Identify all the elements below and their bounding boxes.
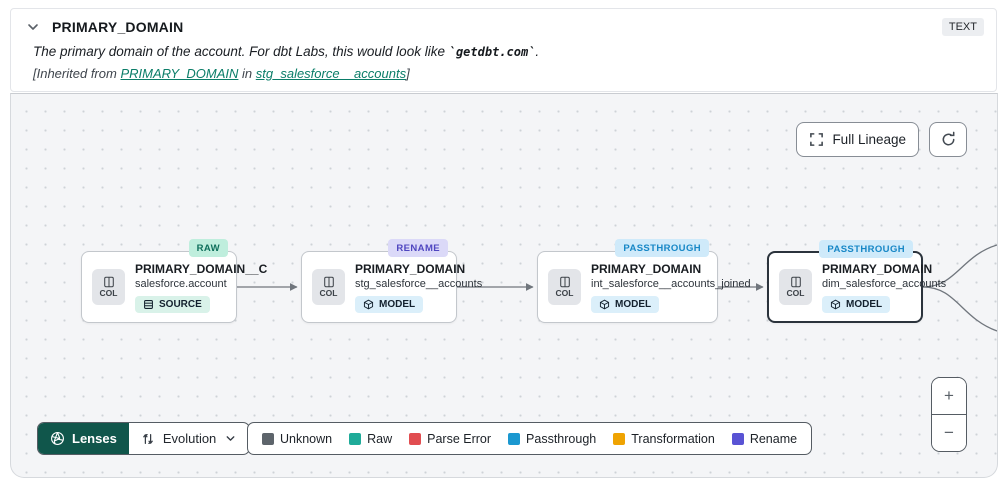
node-model-name: stg_salesforce__accounts [355,278,483,291]
lineage-canvas[interactable]: Full Lineage RAW COL PRIMARY_DOMAIN__C s… [10,93,998,478]
node-column-name: PRIMARY_DOMAIN [822,261,933,276]
inherited-suffix: ] [406,66,410,81]
legend-label: Passthrough [526,431,597,446]
column-chip: COL [312,269,345,305]
legend-item-raw: Raw [349,432,392,446]
cube-icon [599,299,610,310]
legend-swatch [508,432,521,445]
legend-label: Transformation [631,431,715,446]
column-icon [559,277,570,288]
column-icon [323,277,334,288]
inherited-note: [Inherited from PRIMARY_DOMAIN in stg_sa… [11,59,996,81]
description-period: . [535,44,540,59]
zoom-controls: + − [931,377,967,452]
canvas-top-controls: Full Lineage [796,122,967,157]
legend-item-passthrough: Passthrough [508,432,596,446]
legend-item-rename: Rename [731,431,798,446]
resource-label: SOURCE [159,299,202,311]
column-details-card: PRIMARY_DOMAIN TEXT The primary domain o… [10,8,997,92]
full-lineage-button[interactable]: Full Lineage [796,122,919,157]
chevron-down-icon [226,436,235,441]
chevron-down-icon[interactable] [25,19,41,35]
inherited-model-link[interactable]: stg_salesforce__accounts [255,66,407,81]
resource-badge-model: MODEL [355,296,424,314]
description-code: `getdbt.com` [448,45,536,59]
lenses-label: Lenses [72,431,117,446]
expand-icon [810,133,824,146]
full-lineage-label: Full Lineage [832,132,906,147]
table-icon [144,300,153,309]
aperture-icon [51,432,64,445]
column-icon [790,277,801,288]
column-chip-label: COL [99,288,118,299]
resource-label: MODEL [615,299,652,311]
legend-swatch [613,432,626,445]
column-chip-label: COL [786,288,805,299]
lineage-node-intermediate[interactable]: PASSTHROUGH COL PRIMARY_DOMAIN int_sales… [537,239,751,323]
resource-label: MODEL [846,299,883,311]
column-chip: COL [92,269,125,305]
column-chip-label: COL [319,288,338,299]
zoom-divider [932,414,966,415]
evolution-icon [143,433,153,444]
legend-label: Unknown [280,431,333,446]
resource-badge-model: MODEL [822,296,891,314]
lenses-control: Lenses Evolution [37,422,251,455]
lens-dropdown[interactable]: Evolution [129,423,249,454]
lineage-node-staging[interactable]: RENAME COL PRIMARY_DOMAIN stg_salesforce… [301,239,482,323]
node-body: PRIMARY_DOMAIN stg_salesforce__accounts … [355,261,483,314]
node-model-name: salesforce.account [135,278,227,291]
node-model-name: dim_salesforce_accounts [822,278,947,291]
legend-item-parse-error: Parse Error [409,432,491,446]
evolution-badge: RENAME [388,239,448,257]
legend-swatch [349,432,362,445]
evolution-legend: Unknown Raw Parse Error Passthrough Tran… [247,422,813,455]
node-column-name: PRIMARY_DOMAIN [355,261,466,276]
column-chip-label: COL [555,288,574,299]
node-body: PRIMARY_DOMAIN__C salesforce.account SOU… [135,261,268,314]
node-model-name: int_salesforce__accounts_joined [591,278,751,291]
inherited-column-link[interactable]: PRIMARY_DOMAIN [120,66,239,81]
legend-swatch [409,432,422,445]
resource-label: MODEL [379,299,416,311]
description-text: The primary domain of the account. For d… [33,44,449,59]
column-header-row: PRIMARY_DOMAIN TEXT [11,9,996,36]
lineage-node-source[interactable]: RAW COL PRIMARY_DOMAIN__C salesforce.acc… [81,239,267,323]
refresh-icon [942,131,954,146]
zoom-out-button[interactable]: − [932,415,966,451]
column-chip: COL [779,269,812,305]
column-description: The primary domain of the account. For d… [11,36,996,59]
inherited-middle: in [238,66,256,81]
zoom-in-button[interactable]: + [932,378,966,414]
node-column-name: PRIMARY_DOMAIN__C [135,261,268,276]
legend-label: Rename [749,431,798,446]
evolution-badge: PASSTHROUGH [615,239,709,257]
legend-label: Parse Error [427,431,492,446]
column-icon [103,277,114,288]
lineage-node-dim-selected[interactable]: PASSTHROUGH COL PRIMARY_DOMAIN dim_sales… [767,240,946,323]
refresh-button[interactable] [929,122,967,157]
lenses-button[interactable]: Lenses [38,423,129,454]
node-column-name: PRIMARY_DOMAIN [591,261,702,276]
column-type-badge: TEXT [941,18,984,36]
legend-swatch [731,432,744,445]
legend-item-unknown: Unknown [262,432,332,446]
column-title: PRIMARY_DOMAIN [52,19,184,35]
evolution-badge: PASSTHROUGH [819,240,913,258]
evolution-badge: RAW [188,239,228,257]
resource-badge-source: SOURCE [135,296,210,314]
legend-label: Raw [367,431,393,446]
node-body: PRIMARY_DOMAIN int_salesforce__accounts_… [591,261,751,314]
resource-badge-model: MODEL [591,296,660,314]
cube-icon [830,299,841,310]
node-body: PRIMARY_DOMAIN dim_salesforce_accounts M… [822,261,947,314]
legend-item-transformation: Transformation [613,432,715,446]
inherited-prefix: [Inherited from [33,66,121,81]
legend-swatch [262,432,274,445]
selected-lens-label: Evolution [162,431,217,446]
column-chip: COL [548,269,581,305]
cube-icon [363,299,374,310]
